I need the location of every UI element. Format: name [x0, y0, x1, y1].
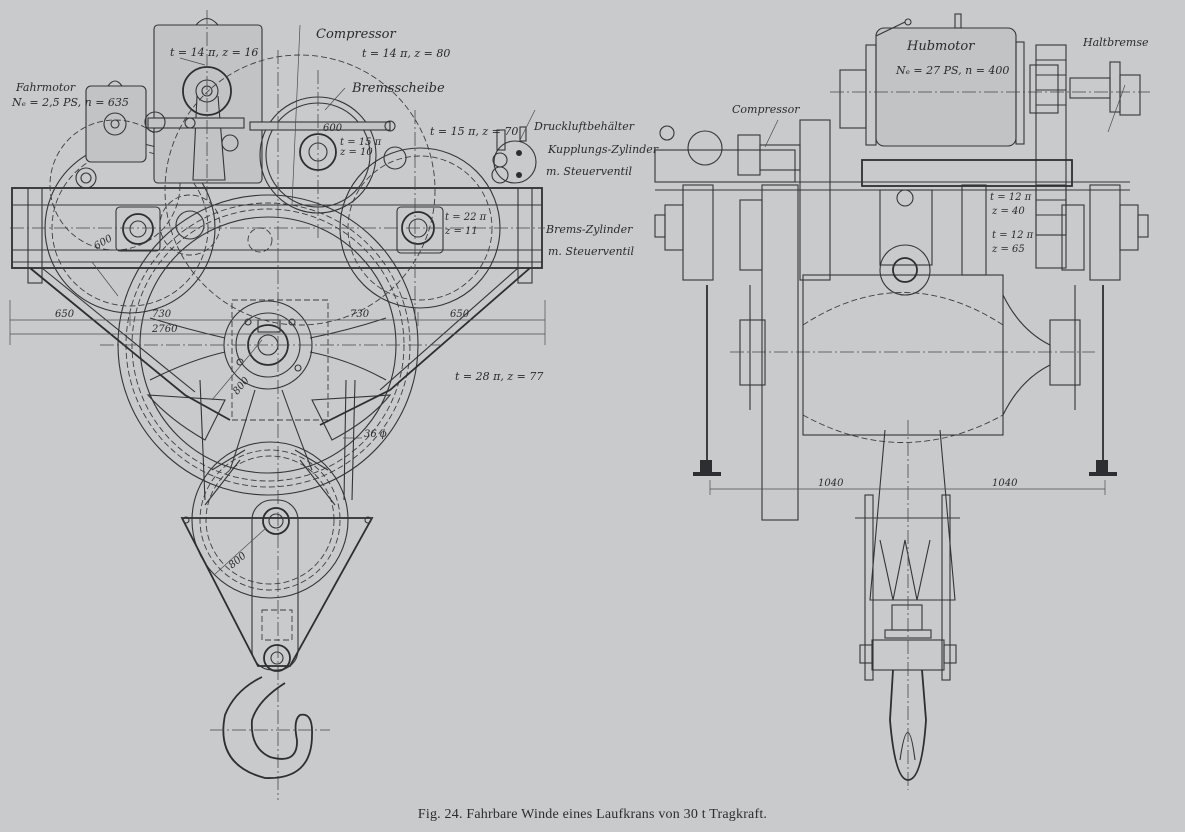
label-druckluftbehaelter: Druckluftbehälter: [533, 120, 635, 133]
fahrmotor: [49, 80, 181, 251]
label-rope-dia: 36 ϕ: [364, 429, 387, 440]
front-view: [654, 13, 1150, 790]
label-hubmotor-spec: Nₑ = 27 PS, n = 400: [895, 64, 1009, 77]
label-fahrmotor-spec: Nₑ = 2,5 PS, n = 635: [11, 96, 129, 109]
dim-front-right-half: 1040: [992, 478, 1018, 489]
label-hubmotor: Hubmotor: [906, 39, 975, 54]
label-gear-b-z: z = 65: [991, 244, 1025, 255]
dim-front-left-half: 1040: [818, 478, 844, 489]
label-haltbremse: Haltbremse: [1082, 36, 1149, 49]
label-bremsscheibe: Bremsscheibe: [351, 81, 445, 96]
dim-right-overhang: 650: [450, 309, 470, 320]
label-wheel-gear-z: z = 11: [444, 226, 478, 237]
label-brake-gear-z: z = 10: [339, 147, 373, 158]
label-gear-top-small: t = 14 π, z = 16: [170, 46, 258, 59]
side-view: [9, 10, 546, 800]
rope-drum: [730, 274, 1095, 443]
dim-total-span: 2760: [151, 324, 178, 335]
label-gear-a-z: z = 40: [991, 206, 1025, 217]
label-sheave-dia: 800: [227, 550, 249, 571]
hook-block: [180, 379, 374, 779]
label-wheel-gear-t: t = 22 π: [445, 212, 487, 223]
label-brems-zylinder: Brems-Zylinder: [545, 223, 633, 236]
dim-right-inner: 730: [350, 309, 370, 320]
hubmotor: [830, 13, 1150, 236]
druckluftbehaelter-tank: [491, 126, 537, 184]
upper-beam: [654, 149, 1130, 191]
label-fahrmotor: Fahrmotor: [15, 81, 76, 94]
frame-girder: [11, 187, 543, 426]
front-travel-wheels: [654, 184, 1149, 281]
side-dimensions: [9, 261, 546, 576]
dim-left-overhang: 650: [55, 309, 75, 320]
label-brake-gear-t: t = 15 π: [340, 137, 382, 148]
dim-left-inner: 730: [152, 309, 172, 320]
label-gear-top-large: t = 14 π, z = 80: [362, 47, 450, 60]
gearbox-center: [879, 189, 933, 296]
label-compressor-left: Compressor: [316, 27, 396, 42]
side-view-labels: Fahrmotor Nₑ = 2,5 PS, n = 635 t = 14 π,…: [11, 27, 659, 571]
front-view-labels: Hubmotor Nₑ = 27 PS, n = 400 Haltbremse …: [732, 36, 1149, 489]
label-drum-dia: 800: [231, 375, 252, 397]
compressor-housing: [144, 17, 263, 184]
front-gears: [761, 119, 1067, 521]
frame-legs: [693, 285, 1117, 476]
label-kupplungs-ventil: m. Steuerventil: [546, 165, 632, 178]
label-gear-b-t: t = 12 π: [992, 230, 1034, 241]
front-hook-block: [855, 420, 960, 790]
label-gear-right: t = 15 π, z = 70: [430, 125, 518, 138]
label-kupplungs-zylinder: Kupplungs-Zylinder: [547, 143, 659, 156]
label-compressor-right: Compressor: [732, 103, 800, 116]
label-gear-a-t: t = 12 π: [990, 192, 1032, 203]
label-brake-dia: 600: [323, 123, 343, 134]
front-dimensions: [709, 480, 1106, 495]
label-brems-ventil: m. Steuerventil: [548, 245, 634, 258]
label-sheave-gear: t = 28 π, z = 77: [455, 370, 543, 383]
figure-caption: Fig. 24. Fahrbare Winde eines Laufkrans …: [417, 807, 768, 822]
